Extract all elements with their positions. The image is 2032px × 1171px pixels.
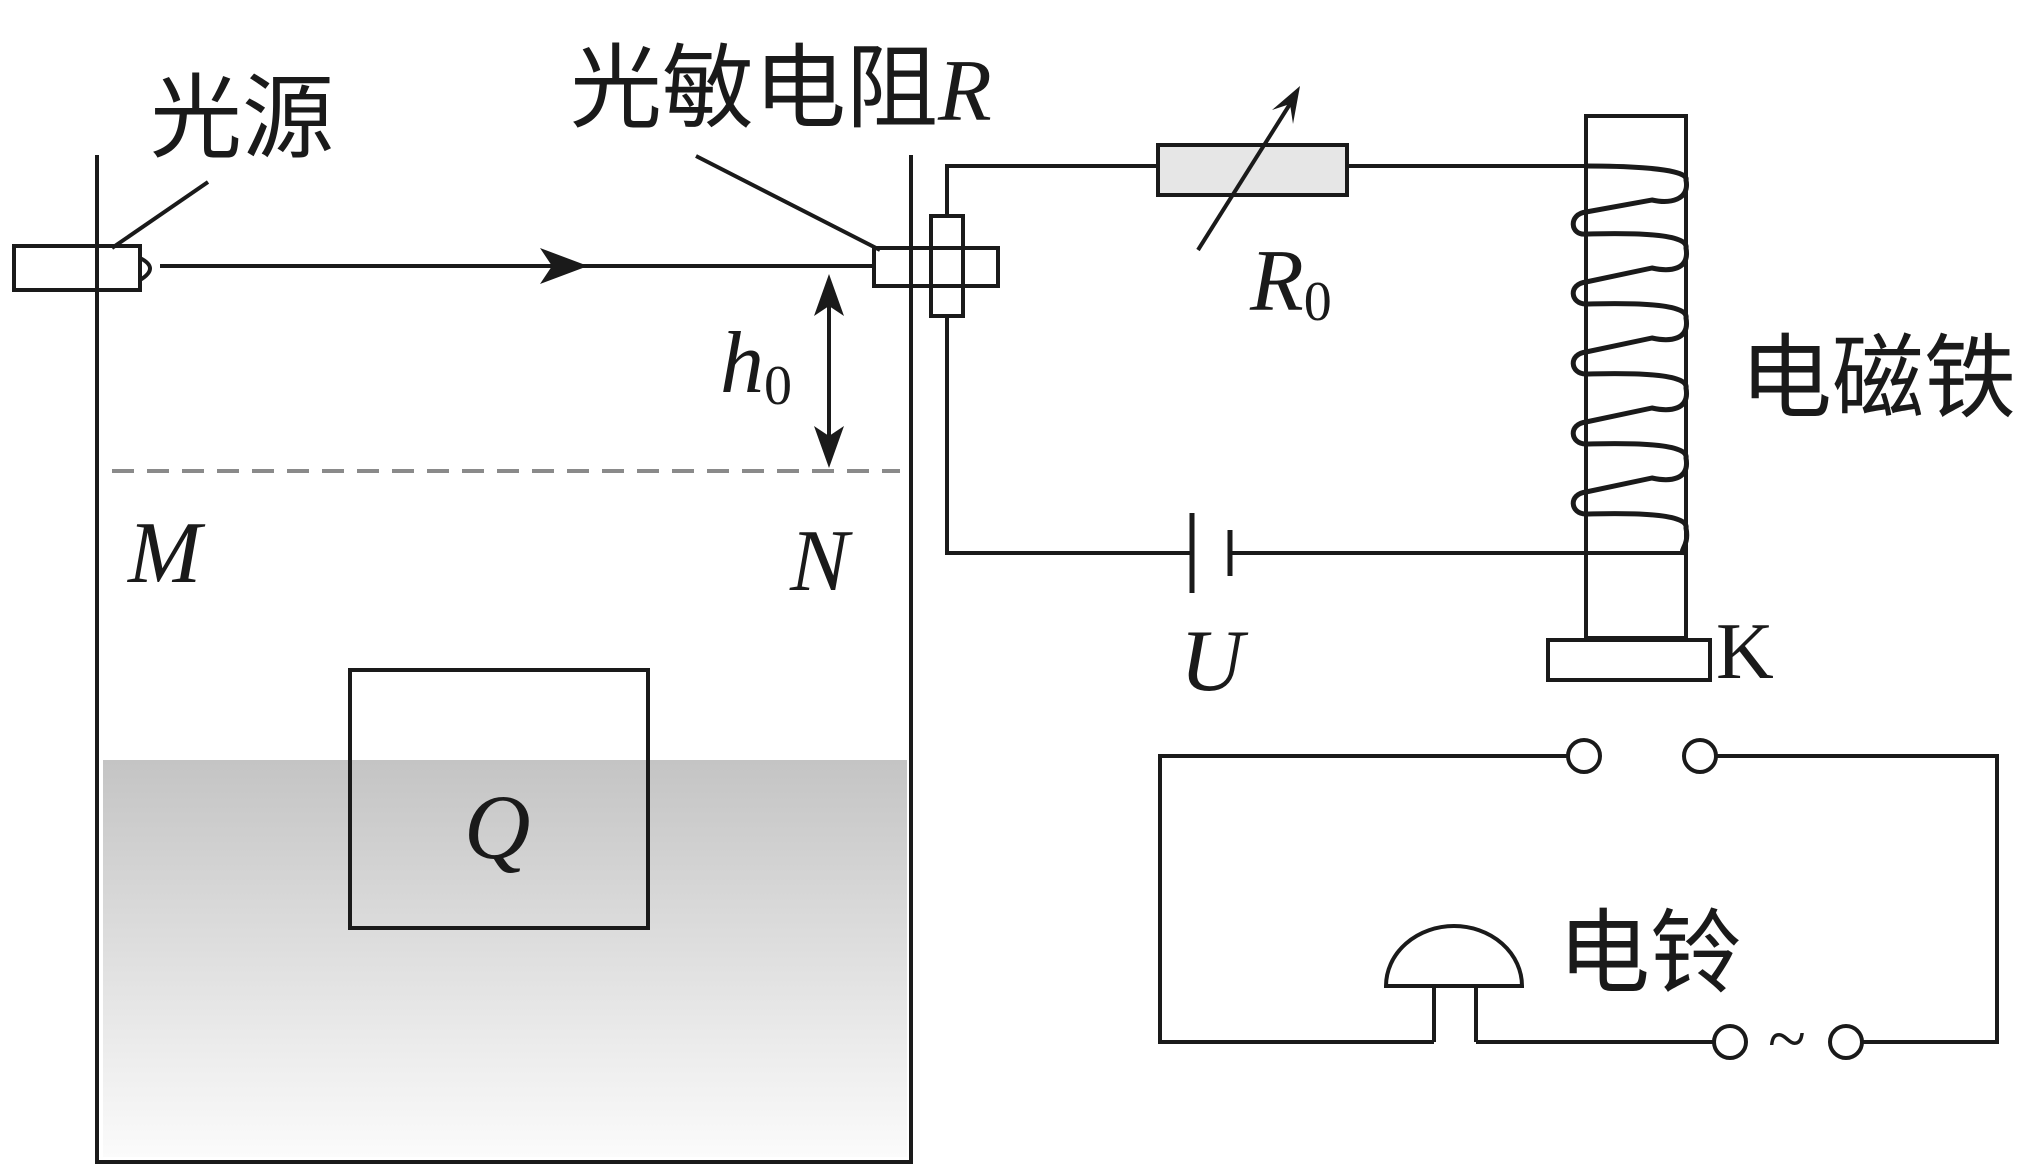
label-height-subscript: 0 bbox=[764, 355, 792, 417]
armature-k bbox=[1546, 638, 1712, 682]
label-rheostat-symbol: R bbox=[1249, 233, 1304, 330]
ac-terminal-left bbox=[1712, 1024, 1748, 1060]
bell-dome bbox=[1383, 924, 1525, 988]
electromagnet-coil bbox=[1570, 163, 1690, 556]
label-rheostat-subscript: 0 bbox=[1304, 271, 1332, 333]
bell-wire-right bbox=[1714, 754, 1999, 1044]
photoresistor-clamp-inner bbox=[929, 246, 965, 288]
rheostat-body bbox=[1156, 143, 1349, 197]
rheostat-slider-line bbox=[1196, 102, 1292, 252]
light-beam-arrow bbox=[540, 248, 588, 284]
label-height: h0 bbox=[720, 315, 792, 417]
light-source bbox=[12, 180, 210, 292]
label-rheostat: R0 bbox=[1249, 233, 1332, 333]
light-source-bulb bbox=[138, 256, 152, 282]
label-photoresistor-symbol: R bbox=[937, 43, 992, 140]
height-arrow bbox=[814, 274, 844, 468]
bell-wire-left bbox=[1158, 754, 1570, 1044]
label-photoresistor: 光敏电阻R bbox=[570, 35, 992, 142]
wire-bottom-left bbox=[945, 316, 1192, 555]
ac-terminal-right bbox=[1828, 1024, 1864, 1060]
rheostat-r0 bbox=[1156, 86, 1349, 252]
water bbox=[103, 760, 907, 1157]
label-ac-symbol: ~ bbox=[1768, 1001, 1806, 1078]
rheostat-slider-arrow bbox=[1272, 86, 1300, 124]
photoresistor bbox=[695, 154, 1000, 318]
wire-top-left bbox=[945, 164, 1158, 216]
label-point-n: N bbox=[789, 513, 853, 610]
height-arrow-top-head bbox=[814, 274, 844, 316]
object-box bbox=[348, 668, 650, 930]
battery-u bbox=[1189, 513, 1233, 593]
label-voltage-u: U bbox=[1180, 613, 1249, 710]
light-source-body bbox=[12, 244, 142, 292]
object-q bbox=[348, 668, 650, 930]
label-bell: 电铃 bbox=[1558, 900, 1742, 1007]
photoresistor-body bbox=[872, 246, 1000, 288]
water-tank bbox=[95, 155, 913, 1164]
light-source-leader bbox=[110, 180, 210, 250]
contact-right bbox=[1682, 738, 1718, 774]
control-circuit bbox=[945, 164, 1686, 555]
photoresistor-leader bbox=[695, 154, 881, 252]
electromagnet bbox=[1570, 114, 1690, 640]
label-point-m: M bbox=[126, 505, 206, 602]
height-arrow-bottom-head bbox=[814, 426, 844, 468]
photoresistor-clamp bbox=[929, 214, 965, 318]
label-electromagnet: 电磁铁 bbox=[1740, 325, 2016, 432]
tank-walls bbox=[95, 155, 913, 1164]
label-height-symbol: h bbox=[720, 315, 764, 412]
label-photoresistor-text: 光敏电阻 bbox=[570, 35, 938, 142]
contact-left bbox=[1566, 738, 1602, 774]
label-object-q: Q bbox=[464, 776, 530, 878]
electric-bell bbox=[1383, 924, 1525, 1042]
label-armature-k: K bbox=[1716, 608, 1774, 696]
bell-circuit bbox=[1158, 738, 1999, 1060]
label-light-source: 光源 bbox=[150, 65, 334, 172]
